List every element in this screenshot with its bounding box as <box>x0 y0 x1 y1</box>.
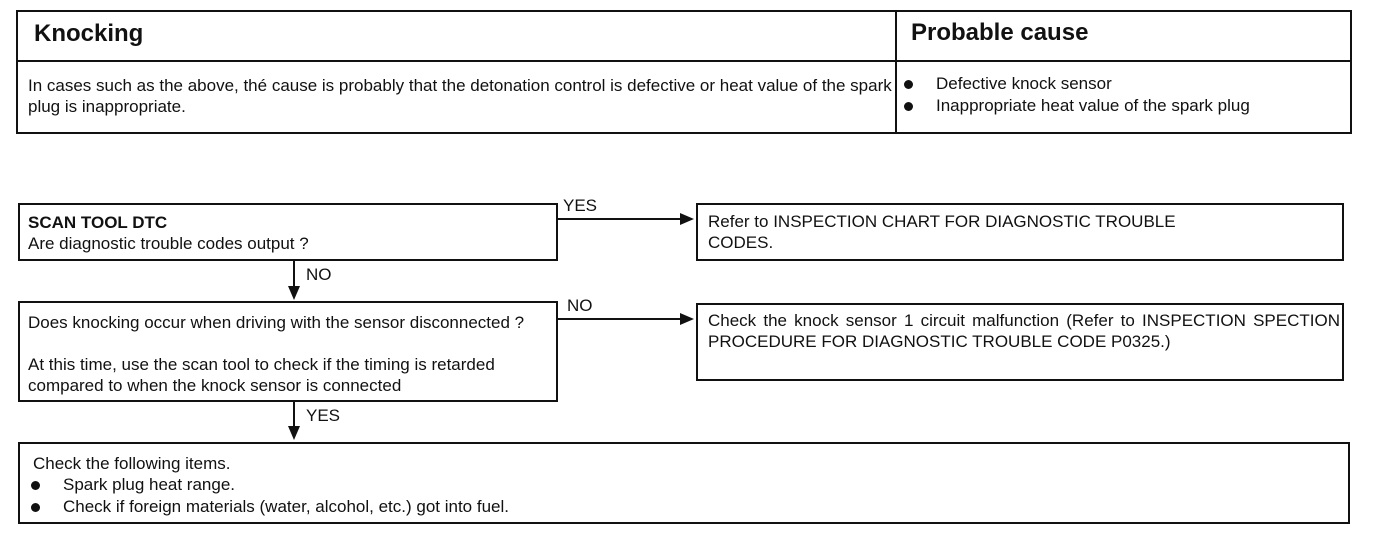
scan-tool-dtc-box <box>18 203 558 261</box>
knocking-check-question: Does knocking occur when driving with th… <box>28 313 525 332</box>
header-table-col-divider <box>895 10 897 134</box>
symptom-title: Knocking <box>34 20 144 47</box>
step1-yes-label: YES <box>563 196 598 215</box>
probable-cause-list: Defective knock sensor Inappropriate hea… <box>900 73 1350 117</box>
check-item: Spark plug heat range. <box>27 474 1327 496</box>
refer-inspection-chart-box <box>696 203 1344 261</box>
no-arrowhead <box>288 286 300 300</box>
scan-tool-dtc-title: SCAN TOOL DTC <box>28 213 168 232</box>
step1-no-label: NO <box>306 265 332 284</box>
probable-cause-title: Probable cause <box>911 19 1089 46</box>
knocking-check-box <box>18 301 558 402</box>
knock-sensor-circuit-text: Check the knock sensor 1 circuit malfunc… <box>708 311 1340 351</box>
check-items-box <box>18 442 1350 524</box>
knocking-check-instruction: At this time, use the scan tool to check… <box>28 355 495 395</box>
yes-arrowhead-2 <box>288 426 300 440</box>
refer-inspection-chart-text: Refer to INSPECTION CHART FOR DIAGNOSTIC… <box>708 212 1176 252</box>
header-table <box>16 10 1352 134</box>
step2-no-label: NO <box>567 296 593 315</box>
yes-arrowhead <box>680 213 694 225</box>
check-items-title: Check the following items. <box>33 454 231 473</box>
no-arrowhead-2 <box>680 313 694 325</box>
header-table-row-divider <box>16 60 1352 62</box>
scan-tool-dtc-question: Are diagnostic trouble codes output ? <box>28 234 309 253</box>
cause-item: Defective knock sensor <box>900 73 1350 95</box>
check-items-list: Spark plug heat range. Check if foreign … <box>27 474 1327 518</box>
symptom-description: In cases such as the above, thé cause is… <box>28 76 892 116</box>
check-item: Check if foreign materials (water, alcoh… <box>27 496 1327 518</box>
cause-item: Inappropriate heat value of the spark pl… <box>900 95 1350 117</box>
knock-sensor-circuit-box <box>696 303 1344 381</box>
step2-yes-label: YES <box>306 406 341 425</box>
